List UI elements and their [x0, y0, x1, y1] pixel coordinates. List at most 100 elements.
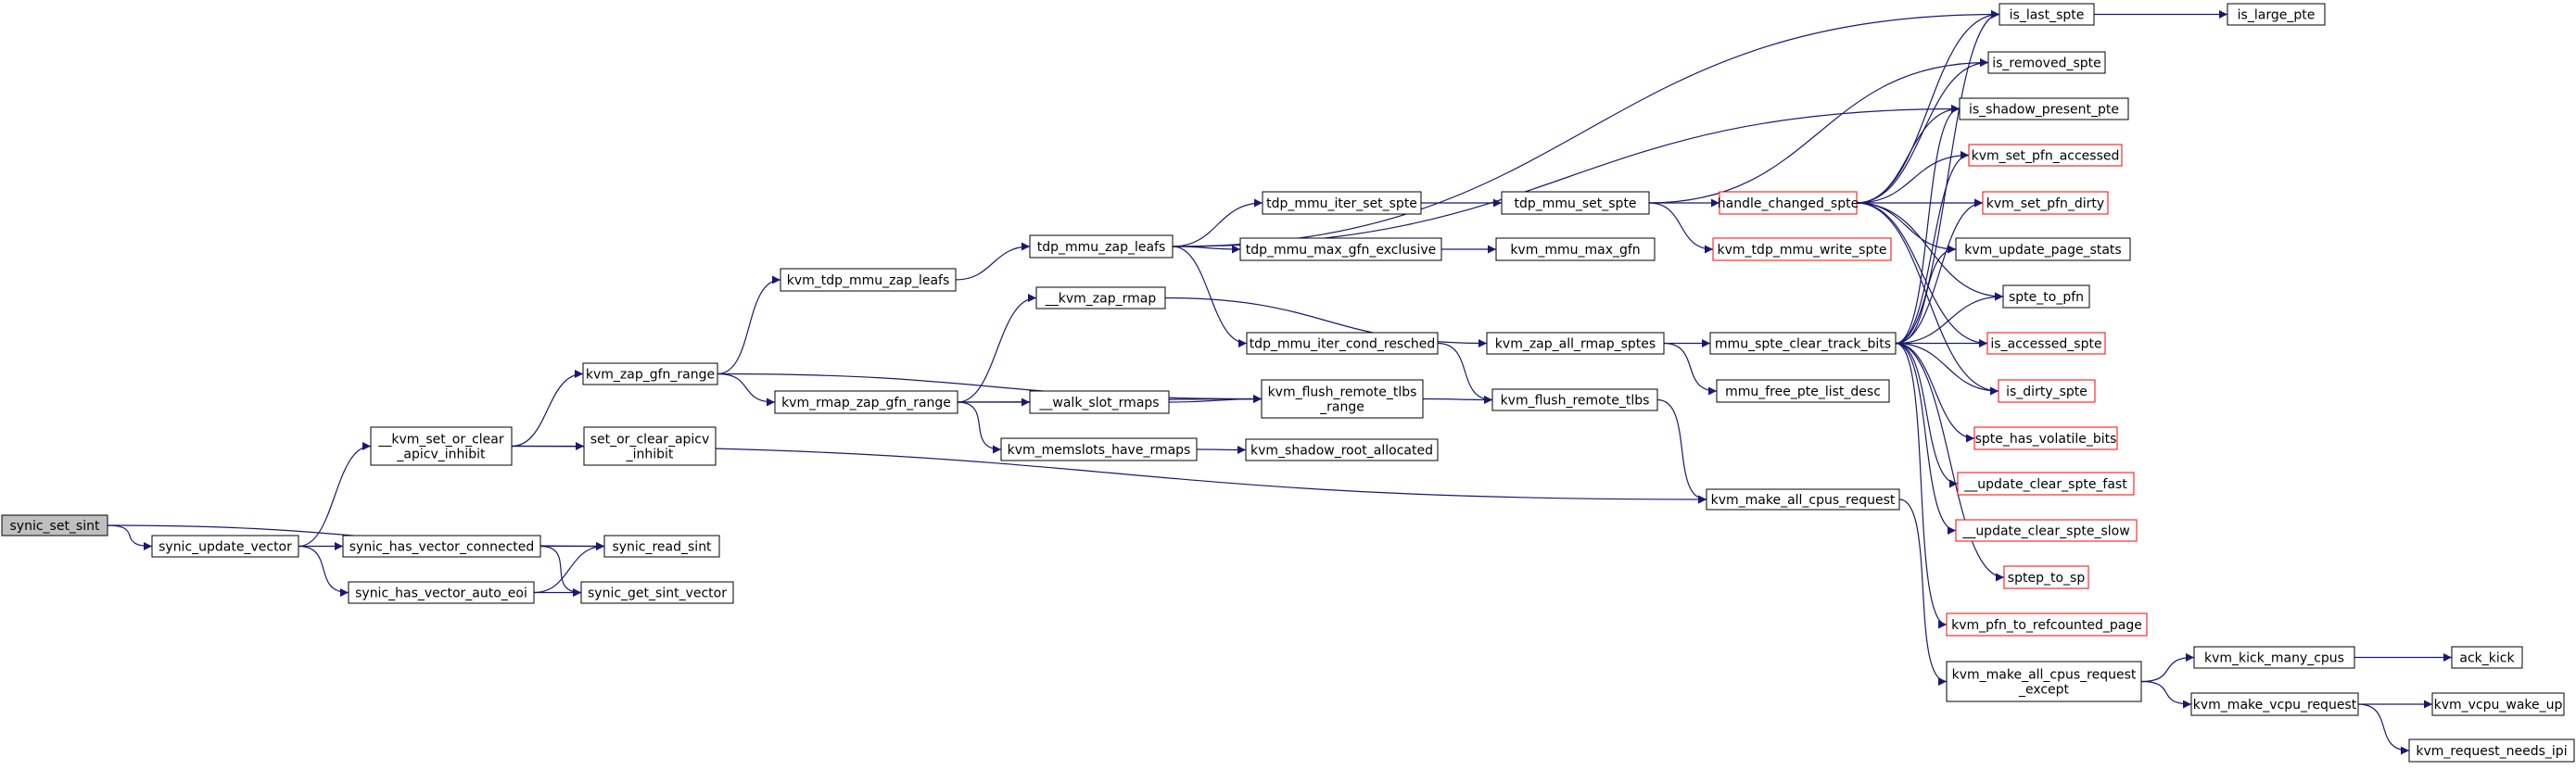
node-synic_get_sint_vector[interactable]: synic_get_sint_vector	[580, 581, 734, 604]
node-label: _apicv_inhibit	[396, 448, 486, 462]
node-kvm_make_all_cpus_request[interactable]: kvm_make_all_cpus_request	[1706, 488, 1900, 511]
node-label: synic_has_vector_connected	[349, 540, 535, 555]
node-spte_has_volatile_bits[interactable]: spte_has_volatile_bits	[1973, 426, 2118, 450]
node-kvm_memslots_have_rmaps[interactable]: kvm_memslots_have_rmaps	[1000, 437, 1198, 461]
node-is_large_pte[interactable]: is_large_pte	[2227, 3, 2326, 26]
call-edge-handle_changed_spte-to-is_dirty_spte	[1856, 202, 1999, 396]
node-box	[1486, 332, 1665, 355]
node-label: is_shadow_present_pte	[1969, 103, 2119, 118]
call-edge-mmu_spte_clear_track_bits-to-update_clear_spte_fast	[1895, 342, 1959, 488]
call-edge-kvm_set_or_clear_apicv_inhibit-to-kvm_make_all_cpus_request	[511, 445, 1707, 504]
node-kvm_set_pfn_dirty[interactable]: kvm_set_pfn_dirty	[1982, 191, 2109, 215]
node-label: __update_clear_spte_slow	[1961, 524, 2129, 539]
node-tdp_mmu_max_gfn_exclusive[interactable]: tdp_mmu_max_gfn_exclusive	[1239, 237, 1442, 261]
node-label: __update_clear_spte_fast	[1963, 477, 2127, 492]
node-synic_set_sint[interactable]: synic_set_sint	[1, 514, 108, 536]
node-is_accessed_spte[interactable]: is_accessed_spte	[1986, 332, 2106, 355]
node-kvm_make_vcpu_request[interactable]: kvm_make_vcpu_request	[2190, 692, 2359, 716]
call-edge-kvm_tdp_mmu_zap_leafs-to-tdp_mmu_zap_leafs	[955, 242, 1031, 281]
node-label: is_last_spte	[2010, 8, 2085, 23]
node-tdp_mmu_zap_leafs[interactable]: tdp_mmu_zap_leafs	[1029, 234, 1174, 259]
node-kvm_flush_remote_tlbs_range[interactable]: kvm_flush_remote_tlbs_range	[1261, 379, 1424, 419]
call-edge-handle_changed_spte-to-kvm_set_pfn_accessed	[1856, 151, 1970, 204]
node-mmu_free_pte_list_desc[interactable]: mmu_free_pte_list_desc	[1716, 379, 1890, 403]
node-box	[348, 581, 535, 604]
node-kvm_tdp_mmu_write_spte[interactable]: kvm_tdp_mmu_write_spte	[1712, 237, 1892, 261]
node-box	[370, 426, 513, 466]
node-is_dirty_spte[interactable]: is_dirty_spte	[1998, 379, 2096, 403]
node-box	[2227, 3, 2326, 26]
call-edge-mmu_spte_clear_track_bits-to-spte_to_pfn	[1895, 292, 2004, 345]
node-tdp_mmu_iter_set_spte[interactable]: tdp_mmu_iter_set_spte	[1262, 191, 1422, 215]
node-box	[1712, 237, 1892, 261]
node-mmu_spte_clear_track_bits[interactable]: mmu_spte_clear_track_bits	[1709, 332, 1897, 355]
node-is_shadow_present_pte[interactable]: is_shadow_present_pte	[1959, 97, 2129, 120]
node-synic_read_sint[interactable]: synic_read_sint	[603, 535, 720, 558]
node-tdp_mmu_iter_cond_resched[interactable]: tdp_mmu_iter_cond_resched	[1246, 332, 1439, 355]
node-box	[2408, 738, 2575, 763]
node-is_removed_spte[interactable]: is_removed_spte	[1987, 51, 2106, 74]
node-kvm_zap_rmap[interactable]: __kvm_zap_rmap	[1035, 286, 1166, 309]
node-label: spte_has_volatile_bits	[1975, 432, 2117, 447]
node-kvm_zap_all_rmap_sptes[interactable]: kvm_zap_all_rmap_sptes	[1486, 332, 1665, 355]
node-box	[2431, 692, 2565, 716]
node-box	[1998, 379, 2096, 403]
node-label: kvm_pfn_to_refcounted_page	[1951, 618, 2142, 633]
node-kvm_request_needs_ipi[interactable]: kvm_request_needs_ipi	[2408, 738, 2575, 763]
node-kvm_set_or_clear_apicv_inhibit[interactable]: __kvm_set_or_clear_apicv_inhibit	[370, 426, 513, 466]
call-edge-kvm_make_vcpu_request-to-kvm_request_needs_ipi	[2357, 703, 2410, 755]
node-kvm_set_pfn_accessed[interactable]: kvm_set_pfn_accessed	[1968, 144, 2123, 167]
node-tdp_mmu_set_spte[interactable]: tdp_mmu_set_spte	[1501, 191, 1650, 215]
call-edge-kvm_rmap_zap_gfn_range-to-kvm_memslots_have_rmaps	[957, 401, 1002, 454]
node-kvm_update_page_stats[interactable]: kvm_update_page_stats	[1955, 237, 2131, 261]
node-label: kvm_shadow_root_allocated	[1250, 444, 1433, 459]
node-set_or_clear_apicv_inhibit[interactable]: set_or_clear_apicv_inhibit	[583, 426, 717, 466]
edges-layer	[107, 10, 2452, 755]
node-kvm_shadow_root_allocated[interactable]: kvm_shadow_root_allocated	[1245, 438, 1439, 461]
call-edge-mmu_spte_clear_track_bits-to-kvm_set_pfn_accessed	[1895, 151, 1970, 345]
call-edge-kvm_set_or_clear_apicv_inhibit-to-kvm_zap_gfn_range	[511, 370, 584, 448]
call-edge-mmu_spte_clear_track_bits-to-kvm_pfn_to_refcounted_page	[1895, 342, 1948, 629]
node-box	[583, 426, 717, 466]
node-synic_has_vector_connected[interactable]: synic_has_vector_connected	[342, 535, 541, 558]
node-kvm_make_all_cpus_request_except[interactable]: kvm_make_all_cpus_request_except	[1946, 661, 2142, 702]
node-box	[1955, 237, 2131, 261]
node-handle_changed_spte[interactable]: handle_changed_spte	[1718, 191, 1859, 215]
node-kvm_flush_remote_tlbs[interactable]: kvm_flush_remote_tlbs	[1491, 388, 1658, 411]
node-label: kvm_flush_remote_tlbs	[1501, 394, 1650, 409]
node-kvm_kick_many_cpus[interactable]: kvm_kick_many_cpus	[2193, 646, 2355, 669]
node-spte_to_pfn[interactable]: spte_to_pfn	[2002, 284, 2090, 309]
call-edge-kvm_flush_remote_tlbs-to-kvm_make_all_cpus_request	[1656, 398, 1707, 504]
node-walk_slot_rmaps[interactable]: __walk_slot_rmaps	[1029, 390, 1170, 414]
node-box	[1035, 286, 1166, 309]
node-box	[1239, 237, 1442, 261]
node-label: spte_to_pfn	[2009, 290, 2084, 305]
node-box	[582, 362, 718, 385]
node-kvm_vcpu_wake_up[interactable]: kvm_vcpu_wake_up	[2431, 692, 2565, 716]
node-sptep_to_sp[interactable]: sptep_to_sp	[2003, 565, 2089, 589]
node-is_last_spte[interactable]: is_last_spte	[1999, 3, 2095, 26]
node-label: __walk_slot_rmaps	[1038, 396, 1159, 410]
node-update_clear_spte_slow[interactable]: __update_clear_spte_slow	[1955, 519, 2138, 542]
node-kvm_rmap_zap_gfn_range[interactable]: kvm_rmap_zap_gfn_range	[774, 390, 958, 414]
node-label: _except	[2018, 683, 2070, 698]
node-label: kvm_zap_all_rmap_sptes	[1495, 337, 1656, 352]
node-kvm_zap_gfn_range[interactable]: kvm_zap_gfn_range	[582, 362, 718, 385]
call-edge-tdp_mmu_zap_leafs-to-tdp_mmu_iter_set_spte	[1172, 198, 1263, 247]
node-synic_has_vector_auto_eoi[interactable]: synic_has_vector_auto_eoi	[348, 581, 535, 604]
call-edge-tdp_mmu_zap_leafs-to-is_last_spte	[1172, 10, 2000, 247]
node-kvm_pfn_to_refcounted_page[interactable]: kvm_pfn_to_refcounted_page	[1946, 612, 2148, 637]
call-edge-synic_has_vector_auto_eoi-to-synic_read_sint	[533, 542, 605, 594]
call-edge-handle_changed_spte-to-spte_to_pfn	[1856, 202, 2004, 301]
node-box	[1946, 612, 2148, 637]
node-kvm_tdp_mmu_zap_leafs[interactable]: kvm_tdp_mmu_zap_leafs	[780, 268, 957, 292]
node-update_clear_spte_fast[interactable]: __update_clear_spte_fast	[1957, 472, 2135, 496]
node-kvm_mmu_max_gfn[interactable]: kvm_mmu_max_gfn	[1495, 237, 1656, 261]
call-edge-synic_update_vector-to-kvm_set_or_clear_apicv_inhibit	[298, 442, 372, 548]
call-edge-kvm_zap_gfn_range-to-kvm_tdp_mmu_zap_leafs	[717, 275, 781, 375]
node-box	[1959, 97, 2129, 120]
node-box	[774, 390, 958, 414]
node-ack_kick[interactable]: ack_kick	[2451, 646, 2523, 669]
node-synic_update_vector[interactable]: synic_update_vector	[151, 535, 299, 558]
node-label: kvm_tdp_mmu_write_spte	[1718, 243, 1887, 258]
